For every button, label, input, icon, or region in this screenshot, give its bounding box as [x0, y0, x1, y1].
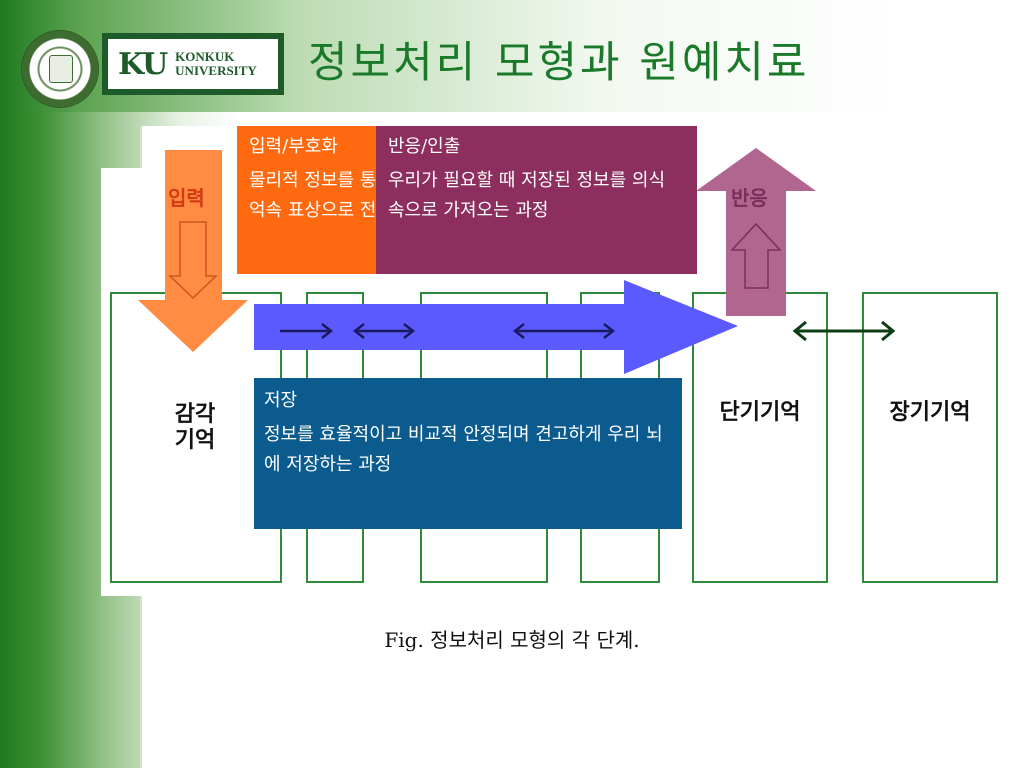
logo-line2: UNIVERSITY: [175, 63, 257, 78]
stm-ltm-arrow: [792, 320, 896, 342]
logo-mark: KU: [118, 46, 168, 82]
storage-box: 저장 정보를 효율적이고 비교적 안정되며 견고하게 우리 뇌에 저장하는 과정: [254, 378, 682, 529]
retrieval-heading: 반응/인출: [388, 136, 461, 157]
encoding-body: 물리적 정보를 통해 기억속 표상으로 전: [249, 170, 407, 221]
retrieval-body: 우리가 필요할 때 저장된 정보를 의식 속으로 가져오는 과정: [388, 170, 666, 221]
short-term-memory-label: 단기기억: [719, 400, 801, 425]
input-arrow: [138, 150, 248, 352]
storage-body: 정보를 효율적이고 비교적 안정되며 견고하게 우리 뇌에 저장하는 과정: [264, 424, 663, 475]
long-term-memory-box: [862, 292, 998, 583]
input-inner-arrow: [168, 221, 218, 300]
figure-caption: Fig. 정보처리 모형의 각 단계.: [384, 628, 640, 652]
university-seal-icon: [22, 31, 98, 107]
flow-detail-arrows: [280, 323, 616, 339]
slide-title: 정보처리 모형과 원예치료: [308, 38, 810, 88]
response-arrow: [696, 148, 816, 316]
storage-heading: 저장: [264, 390, 298, 411]
encoding-heading: 입력/부호화: [249, 136, 338, 157]
response-label: 반응: [731, 186, 768, 210]
flow-arrow: [254, 280, 738, 374]
konkuk-logo: KU KONKUK UNIVERSITY: [102, 33, 284, 95]
long-term-memory-label: 장기기억: [889, 400, 971, 425]
logo-text: KONKUK UNIVERSITY: [175, 50, 257, 78]
response-inner-arrow: [730, 222, 782, 289]
input-label: 입력: [168, 186, 205, 210]
retrieval-box: 반응/인출 우리가 필요할 때 저장된 정보를 의식 속으로 가져오는 과정: [376, 126, 697, 274]
sensory-memory-label: 감각 기억: [174, 402, 216, 453]
logo-line1: KONKUK: [175, 49, 235, 64]
